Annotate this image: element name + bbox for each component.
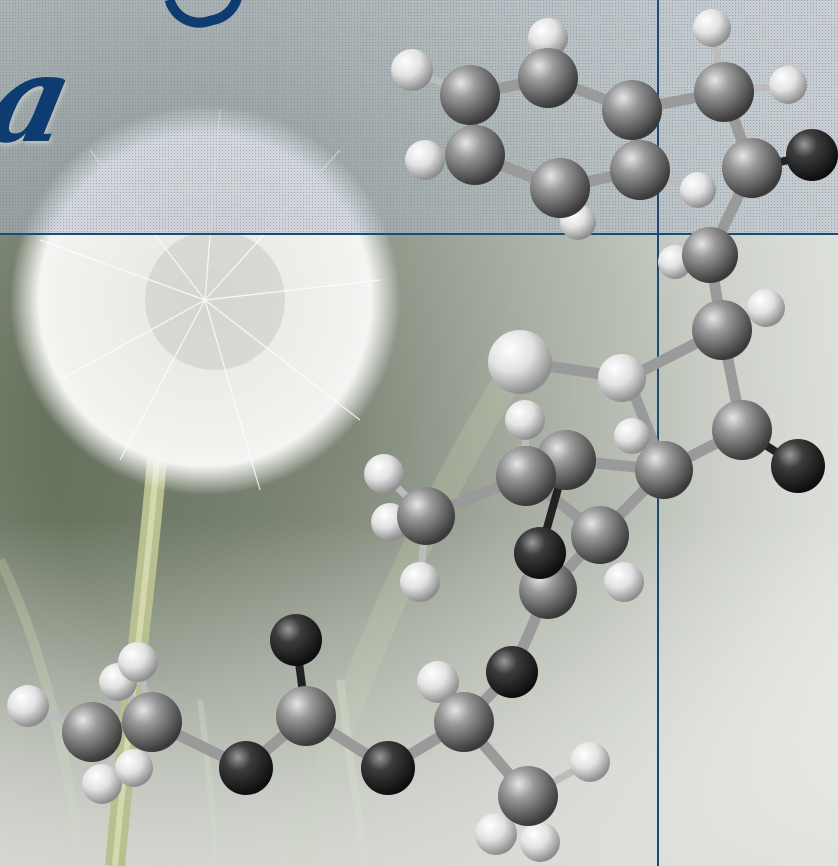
ball-and-stick-molecule-icon xyxy=(7,9,838,862)
